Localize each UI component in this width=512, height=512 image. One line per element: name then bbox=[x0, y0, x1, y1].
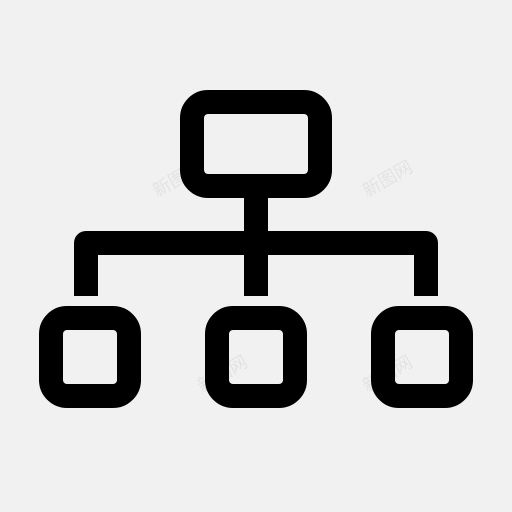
child-node-center bbox=[205, 306, 307, 408]
top-node-box bbox=[180, 90, 332, 198]
child-node-right bbox=[371, 306, 473, 408]
branch-bar bbox=[74, 231, 438, 296]
child-node-left bbox=[39, 306, 141, 408]
